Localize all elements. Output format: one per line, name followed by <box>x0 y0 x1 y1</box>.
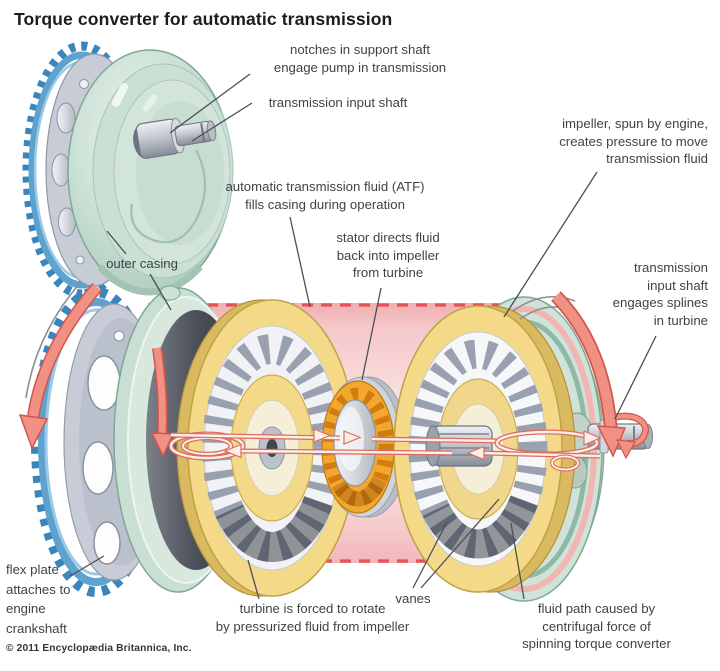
assembled-shaft <box>133 117 217 159</box>
callout-stator: stator directs fluid back into impeller … <box>336 230 440 280</box>
callout-fluid-path: fluid path caused by centrifugal force o… <box>522 601 671 651</box>
callout-outer-casing: outer casing <box>106 256 178 271</box>
leader-line <box>247 559 260 600</box>
callout-turbine: turbine is forced to rotate by pressuriz… <box>215 601 410 634</box>
callout-atf: automatic transmission fluid (ATF) fills… <box>225 179 425 212</box>
rotation-arrows <box>18 282 649 460</box>
copyright-note: © 2011 Encyclopædia Britannica, Inc. <box>6 643 192 654</box>
fluid-flow-arrows <box>168 428 602 472</box>
rotation-arrow-left <box>18 282 102 450</box>
rotation-arrow-mid <box>150 347 175 458</box>
callout-transmission-input-shaft: transmission input shaft <box>268 95 408 110</box>
leader-line <box>169 73 251 134</box>
leader-line <box>361 287 382 381</box>
callout-vanes: vanes <box>395 591 431 606</box>
rotation-arrow-shaft-spiral <box>615 412 649 460</box>
leader-line <box>106 230 127 255</box>
assembled-converter-illustration <box>22 41 236 299</box>
callout-impeller: impeller, spun by engine, creates pressu… <box>559 116 708 166</box>
leader-line <box>503 171 598 318</box>
leader-line <box>69 555 105 577</box>
leader-line <box>420 498 500 589</box>
leader-line <box>412 521 448 589</box>
callout-splines: transmission input shaft engages splines… <box>612 260 708 328</box>
leader-line <box>510 522 525 600</box>
callout-flex-plate: flex plate attaches to engine crankshaft <box>6 562 71 636</box>
impeller-splined-shaft-root <box>425 425 493 467</box>
leader-line <box>191 102 253 142</box>
leader-line <box>614 335 657 420</box>
leader-lines <box>69 73 657 600</box>
page-title: Torque converter for automatic transmiss… <box>14 9 393 29</box>
leader-line <box>289 216 311 308</box>
callout-notches: notches in support shaft engage pump in … <box>273 42 447 75</box>
leader-line <box>149 273 172 311</box>
